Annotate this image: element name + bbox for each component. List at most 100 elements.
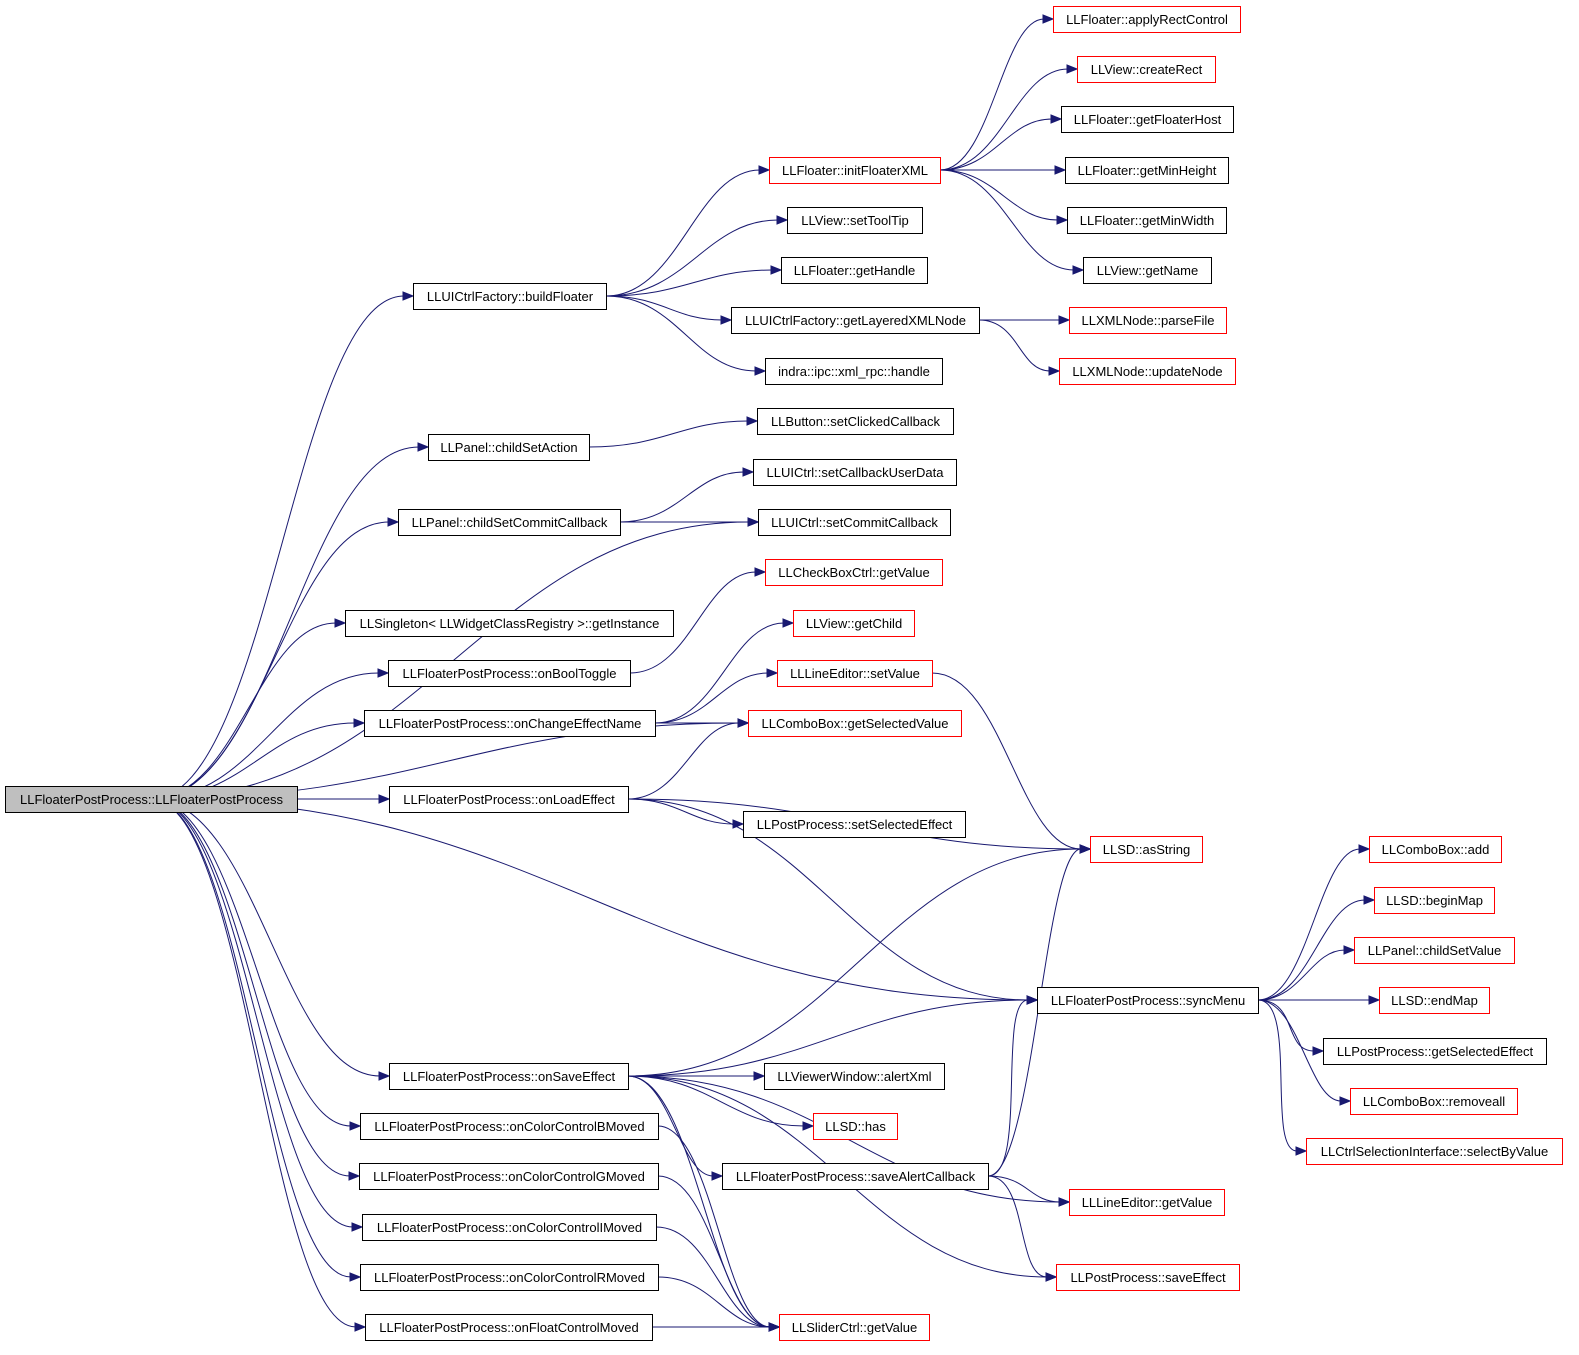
node-create-rect[interactable]: LLView::createRect	[1077, 56, 1216, 83]
node-checkbox-get-value[interactable]: LLCheckBoxCtrl::getValue	[765, 559, 943, 586]
node-get-instance[interactable]: LLSingleton< LLWidgetClassRegistry >::ge…	[345, 610, 674, 637]
node-on-color-r[interactable]: LLFloaterPostProcess::onColorControlRMov…	[360, 1264, 659, 1291]
edge-sync-menu-to-get-selected-effect	[1257, 999, 1315, 1052]
node-end-map[interactable]: LLSD::endMap	[1379, 987, 1490, 1014]
arrowhead	[802, 1121, 815, 1131]
node-label: LLSliderCtrl::getValue	[792, 1320, 918, 1335]
arrowhead	[1072, 265, 1085, 275]
node-get-selected-effect[interactable]: LLPostProcess::getSelectedEffect	[1323, 1038, 1547, 1065]
edge-init-floater-xml-to-apply-rect-control	[939, 18, 1045, 171]
node-get-name[interactable]: LLView::getName	[1083, 257, 1212, 284]
node-box	[743, 811, 966, 838]
node-box	[764, 1063, 945, 1090]
node-box	[1059, 358, 1236, 385]
node-on-color-b[interactable]: LLFloaterPostProcess::onColorControlBMov…	[360, 1113, 659, 1140]
node-on-color-i[interactable]: LLFloaterPostProcess::onColorControlIMov…	[362, 1214, 657, 1241]
node-set-selected-effect[interactable]: LLPostProcess::setSelectedEffect	[743, 811, 966, 838]
node-label: LLSD::beginMap	[1386, 893, 1483, 908]
node-on-change-effect-name[interactable]: LLFloaterPostProcess::onChangeEffectName	[364, 710, 656, 737]
arrowhead	[378, 794, 391, 804]
node-box	[1065, 157, 1229, 184]
node-xmlrpc-handle[interactable]: indra::ipc::xml_rpc::handle	[765, 358, 943, 385]
arrowhead	[737, 718, 750, 728]
node-begin-map[interactable]: LLSD::beginMap	[1374, 887, 1495, 914]
node-on-load-effect[interactable]: LLFloaterPostProcess::onLoadEffect	[389, 786, 629, 813]
node-on-save-effect[interactable]: LLFloaterPostProcess::onSaveEffect	[389, 1063, 629, 1090]
node-line-editor-get-value[interactable]: LLLineEditor::getValue	[1069, 1189, 1225, 1216]
node-as-string[interactable]: LLSD::asString	[1090, 836, 1203, 863]
node-sync-menu[interactable]: LLFloaterPostProcess::syncMenu	[1037, 987, 1259, 1014]
edge-build-floater-to-set-tool-tip	[605, 219, 779, 297]
node-label: LLView::getName	[1097, 263, 1198, 278]
node-removeall[interactable]: LLComboBox::removeall	[1350, 1088, 1518, 1115]
node-label: LLPostProcess::setSelectedEffect	[757, 817, 953, 832]
node-set-commit-callback[interactable]: LLUICtrl::setCommitCallback	[758, 509, 951, 536]
arrowhead	[1363, 895, 1376, 905]
node-label: LLUICtrlFactory::buildFloater	[427, 289, 594, 304]
edge-sync-menu-to-child-set-value	[1257, 949, 1346, 1001]
node-get-selected-value[interactable]: LLComboBox::getSelectedValue	[748, 710, 962, 737]
node-label: LLView::setToolTip	[801, 213, 908, 228]
node-child-set-value[interactable]: LLPanel::childSetValue	[1354, 937, 1515, 964]
node-get-min-height[interactable]: LLFloater::getMinHeight	[1065, 157, 1229, 184]
node-label: LLLineEditor::setValue	[790, 666, 920, 681]
node-init-floater-xml[interactable]: LLFloater::initFloaterXML	[769, 157, 941, 184]
node-on-bool-toggle[interactable]: LLFloaterPostProcess::onBoolToggle	[388, 660, 631, 687]
node-update-node[interactable]: LLXMLNode::updateNode	[1059, 358, 1236, 385]
node-combo-add[interactable]: LLComboBox::add	[1369, 836, 1502, 863]
node-save-effect[interactable]: LLPostProcess::saveEffect	[1056, 1264, 1240, 1291]
edge-root-to-on-color-r	[150, 798, 352, 1278]
arrowhead	[1066, 64, 1079, 74]
arrowhead	[770, 265, 783, 275]
node-box	[360, 1264, 659, 1291]
node-box	[365, 1314, 653, 1341]
node-apply-rect-control[interactable]: LLFloater::applyRectControl	[1053, 6, 1241, 33]
node-child-set-action[interactable]: LLPanel::childSetAction	[428, 434, 590, 461]
node-select-by-value[interactable]: LLCtrlSelectionInterface::selectByValue	[1306, 1138, 1563, 1165]
node-get-min-width[interactable]: LLFloater::getMinWidth	[1067, 207, 1227, 234]
edge-on-save-effect-to-llsd-has	[627, 1075, 805, 1127]
node-box	[360, 1113, 659, 1140]
node-box	[813, 1113, 898, 1140]
arrowhead	[1056, 215, 1069, 225]
node-alert-xml[interactable]: LLViewerWindow::alertXml	[764, 1063, 945, 1090]
arrowhead	[351, 1222, 364, 1232]
node-llsd-has[interactable]: LLSD::has	[813, 1113, 898, 1140]
edge-get-layered-xmlnode-to-update-node	[978, 319, 1051, 372]
node-label: LLComboBox::removeall	[1363, 1094, 1505, 1109]
edge-root-to-on-float	[150, 798, 357, 1328]
node-get-handle[interactable]: LLFloater::getHandle	[781, 257, 928, 284]
node-slider-get-value[interactable]: LLSliderCtrl::getValue	[779, 1314, 930, 1341]
nodes-layer: LLFloaterPostProcess::LLFloaterPostProce…	[5, 6, 1563, 1341]
node-root[interactable]: LLFloaterPostProcess::LLFloaterPostProce…	[5, 786, 298, 813]
node-set-tool-tip[interactable]: LLView::setToolTip	[787, 207, 923, 234]
node-on-float[interactable]: LLFloaterPostProcess::onFloatControlMove…	[365, 1314, 653, 1341]
node-set-callback-user-data[interactable]: LLUICtrl::setCallbackUserData	[753, 459, 957, 486]
arrowhead	[753, 1071, 766, 1081]
node-parse-file[interactable]: LLXMLNode::parseFile	[1069, 307, 1227, 334]
node-get-layered-xmlnode[interactable]: LLUICtrlFactory::getLayeredXMLNode	[731, 307, 980, 334]
arrowhead	[1042, 14, 1055, 24]
node-child-set-commit-callback[interactable]: LLPanel::childSetCommitCallback	[398, 509, 621, 536]
node-box	[1083, 257, 1212, 284]
node-label: LLSD::endMap	[1391, 993, 1478, 1008]
edge-sync-menu-to-begin-map	[1257, 899, 1366, 1001]
edge-on-change-effect-name-to-line-editor-set-value	[654, 672, 769, 724]
edge-root-to-on-save-effect	[150, 798, 381, 1077]
node-build-floater[interactable]: LLUICtrlFactory::buildFloater	[413, 283, 607, 310]
node-save-alert-callback[interactable]: LLFloaterPostProcess::saveAlertCallback	[722, 1163, 989, 1190]
node-label: LLView::createRect	[1091, 62, 1203, 77]
node-line-editor-set-value[interactable]: LLLineEditor::setValue	[777, 660, 933, 687]
node-box	[1090, 836, 1203, 863]
node-on-color-g[interactable]: LLFloaterPostProcess::onColorControlGMov…	[359, 1163, 659, 1190]
edge-root-to-on-color-g	[150, 798, 351, 1177]
node-box	[1061, 106, 1234, 133]
edge-save-alert-callback-to-line-editor-get-value	[987, 1175, 1061, 1203]
node-box	[413, 283, 607, 310]
node-get-floater-host[interactable]: LLFloater::getFloaterHost	[1061, 106, 1234, 133]
node-box	[781, 257, 928, 284]
node-get-child[interactable]: LLView::getChild	[793, 610, 915, 637]
node-set-clicked-callback[interactable]: LLButton::setClickedCallback	[757, 408, 954, 435]
edge-save-alert-callback-to-sync-menu	[987, 999, 1029, 1177]
